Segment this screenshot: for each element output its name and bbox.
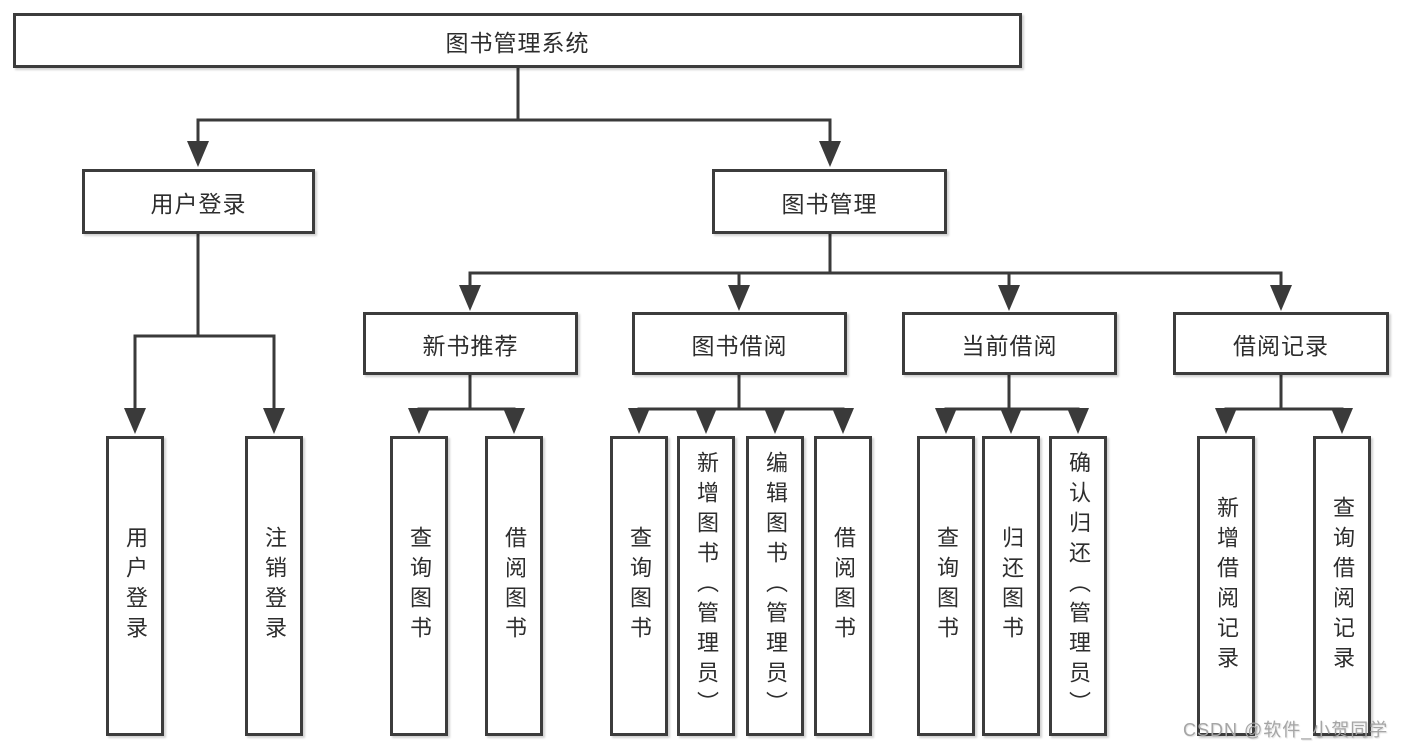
leaf-user-login: 用户登录 <box>106 436 164 736</box>
node-label: 借阅图书 <box>502 526 527 646</box>
leaf-borrowing-query-books: 查询图书 <box>610 436 668 736</box>
node-label: 图书管理系统 <box>445 29 590 56</box>
node-label: 新增图书（管理员） <box>694 451 719 721</box>
node-label: 借阅记录 <box>1233 332 1329 359</box>
node-book-borrowing: 图书借阅 <box>632 312 847 375</box>
node-label: 图书管理 <box>781 190 878 217</box>
node-borrow-records: 借阅记录 <box>1173 312 1389 375</box>
leaf-newrec-borrow-books: 借阅图书 <box>485 436 543 736</box>
node-new-book-recommend: 新书推荐 <box>363 312 578 375</box>
leaf-records-query-record: 查询借阅记录 <box>1313 436 1371 736</box>
node-label: 查询图书 <box>934 526 959 646</box>
node-label: 借阅图书 <box>831 526 856 646</box>
csdn-watermark: CSDN @软件_小贺同学 <box>1183 720 1389 740</box>
node-label: 注销登录 <box>262 526 287 646</box>
node-label: 确认归还（管理员） <box>1066 451 1091 721</box>
node-label: 编辑图书（管理员） <box>763 451 788 721</box>
node-label: 用户登录 <box>150 190 247 217</box>
node-label: 新书推荐 <box>422 332 519 359</box>
leaf-current-return-books: 归还图书 <box>982 436 1040 736</box>
node-book-management: 图书管理 <box>712 169 947 234</box>
node-label: 当前借阅 <box>961 332 1058 359</box>
node-label: 归还图书 <box>999 526 1024 646</box>
leaf-current-query-books: 查询图书 <box>917 436 975 736</box>
node-label: 图书借阅 <box>691 332 788 359</box>
node-label: 用户登录 <box>123 526 148 646</box>
leaf-borrowing-borrow-books: 借阅图书 <box>814 436 872 736</box>
leaf-records-add-record: 新增借阅记录 <box>1197 436 1255 736</box>
leaf-borrowing-add-books-admin: 新增图书（管理员） <box>677 436 735 736</box>
leaf-logout: 注销登录 <box>245 436 303 736</box>
node-label: 查询图书 <box>407 526 432 646</box>
node-label: 查询借阅记录 <box>1330 496 1355 676</box>
node-label: 新增借阅记录 <box>1214 496 1239 676</box>
node-label: 查询图书 <box>627 526 652 646</box>
node-user-login-group: 用户登录 <box>82 169 315 234</box>
leaf-borrowing-edit-books-admin: 编辑图书（管理员） <box>746 436 804 736</box>
leaf-newrec-query-books: 查询图书 <box>390 436 448 736</box>
leaf-current-confirm-return-admin: 确认归还（管理员） <box>1049 436 1107 736</box>
node-library-management-system: 图书管理系统 <box>13 13 1022 68</box>
node-current-borrowing: 当前借阅 <box>902 312 1117 375</box>
